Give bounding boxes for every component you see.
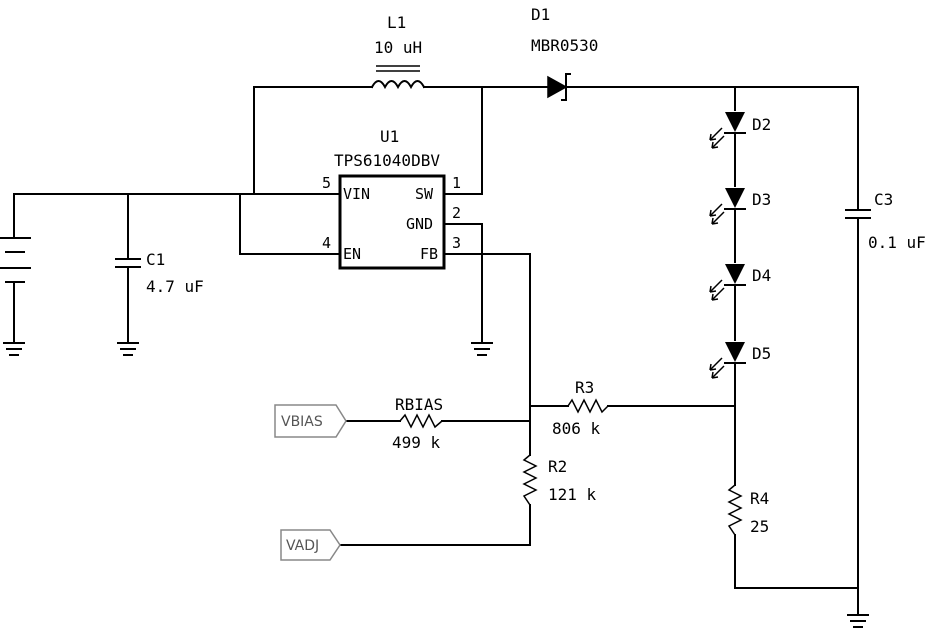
port-vbias-label: VBIAS	[281, 414, 323, 430]
u1-value: TPS61040DBV	[334, 151, 440, 170]
led-d3	[709, 188, 746, 225]
u1-pin-4-number: 4	[322, 234, 331, 252]
wires	[13, 86, 859, 615]
u1-pin-3-number: 3	[452, 234, 461, 252]
d1-value: MBR0530	[531, 36, 598, 55]
ground-symbol-u1	[471, 342, 493, 356]
r2-value: 121 k	[548, 485, 597, 504]
r4-value: 25	[750, 517, 769, 536]
l1-ref: L1	[387, 13, 406, 32]
ground-symbol-c1	[117, 342, 139, 356]
r2-ref: R2	[548, 457, 567, 476]
port-vbias	[274, 404, 347, 438]
inductor-l1	[370, 65, 426, 90]
led-d4	[709, 264, 746, 301]
resistor-r2	[522, 454, 538, 506]
port-vadj-label: VADJ	[286, 538, 319, 554]
d1-ref: D1	[531, 5, 550, 24]
u1-pin-en-label: EN	[343, 245, 361, 263]
c1-ref: C1	[146, 250, 165, 269]
r4-ref: R4	[750, 489, 769, 508]
u1-pin-sw-label: SW	[415, 185, 434, 203]
resistor-r3	[567, 398, 609, 414]
led-d2	[709, 112, 746, 149]
ground-symbol-battery	[3, 342, 25, 356]
c1-value: 4.7 uF	[146, 277, 204, 296]
rbias-value: 499 k	[392, 433, 441, 452]
u1-pin-5-number: 5	[322, 174, 331, 192]
u1-pin-1-number: 1	[452, 174, 461, 192]
c3-ref: C3	[874, 190, 893, 209]
d3-ref: D3	[752, 190, 771, 209]
u1-pin-vin-label: VIN	[343, 185, 370, 203]
d2-ref: D2	[752, 115, 771, 134]
resistor-r4	[727, 484, 743, 536]
r3-value: 806 k	[552, 419, 601, 438]
u1-pin-gnd-label: GND	[406, 215, 433, 233]
port-vadj	[280, 529, 341, 561]
battery-symbol	[0, 237, 31, 283]
capacitor-c1	[115, 258, 141, 268]
ic-u1	[338, 174, 446, 270]
l1-value: 10 uH	[374, 38, 422, 57]
d5-ref: D5	[752, 344, 771, 363]
d4-ref: D4	[752, 266, 771, 285]
led-d5	[709, 342, 746, 379]
diode-d1-schottky	[547, 73, 571, 101]
c3-value: 0.1 uF	[868, 233, 926, 252]
u1-pin-2-number: 2	[452, 204, 461, 222]
u1-pin-fb-label: FB	[420, 245, 438, 263]
capacitor-c3	[845, 209, 871, 219]
ground-symbol-output	[847, 614, 869, 628]
resistor-rbias	[399, 413, 443, 429]
rbias-ref: RBIAS	[395, 395, 443, 414]
r3-ref: R3	[575, 378, 594, 397]
u1-ref: U1	[380, 127, 399, 146]
